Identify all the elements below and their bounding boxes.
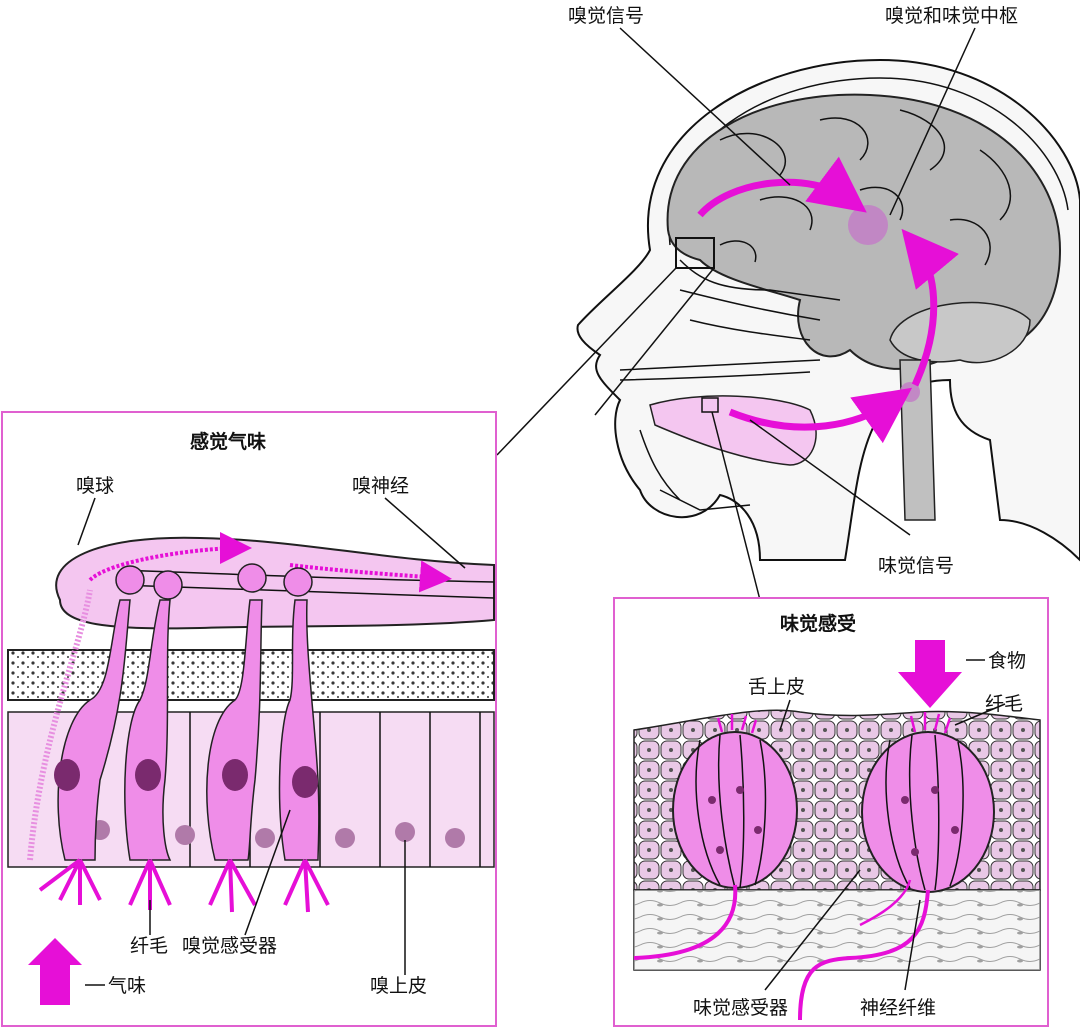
smell-panel: 感觉气味 bbox=[1, 411, 497, 1027]
taste-cilia-label: 纤毛 bbox=[985, 693, 1023, 715]
taste-signal-label: 味觉信号 bbox=[878, 555, 954, 577]
taste-panel: 味觉感受 食物 纤毛 舌上皮 bbox=[613, 597, 1049, 1027]
tongue-epithelium-label: 舌上皮 bbox=[748, 676, 805, 698]
food-arrow bbox=[898, 640, 962, 708]
odor-label: 气味 bbox=[108, 975, 146, 997]
tongue bbox=[649, 395, 817, 466]
taste-receptor-label: 味觉感受器 bbox=[693, 997, 788, 1019]
smell-taste-center bbox=[848, 205, 888, 245]
taste-signal-arrow bbox=[728, 387, 913, 444]
head-profile bbox=[576, 58, 1080, 562]
olfactory-bulb-label: 嗅球 bbox=[76, 475, 114, 497]
olfactory-signal-label: 嗅觉信号 bbox=[568, 5, 644, 27]
smell-taste-center-label: 嗅觉和味觉中枢 bbox=[885, 5, 1018, 27]
olfactory-nerve-label: 嗅神经 bbox=[352, 475, 409, 497]
taste-zoom-box bbox=[701, 397, 719, 413]
olfactory-receptor-label: 嗅觉感受器 bbox=[182, 935, 277, 957]
food-label: 食物 bbox=[988, 650, 1026, 672]
smell-panel-title: 感觉气味 bbox=[190, 430, 266, 453]
taste-to-center-arrow bbox=[901, 228, 959, 387]
olfactory-zoom-box bbox=[675, 237, 715, 269]
smell-cilia-label: 纤毛 bbox=[130, 935, 168, 957]
olfactory-epithelium-label: 嗅上皮 bbox=[370, 975, 427, 997]
olfactory-signal-arrow bbox=[697, 156, 867, 218]
odor-arrow bbox=[28, 938, 82, 1005]
taste-panel-title: 味觉感受 bbox=[780, 612, 856, 635]
taste-bud-right bbox=[861, 712, 995, 893]
nerve-fiber-label: 神经纤维 bbox=[860, 997, 936, 1019]
